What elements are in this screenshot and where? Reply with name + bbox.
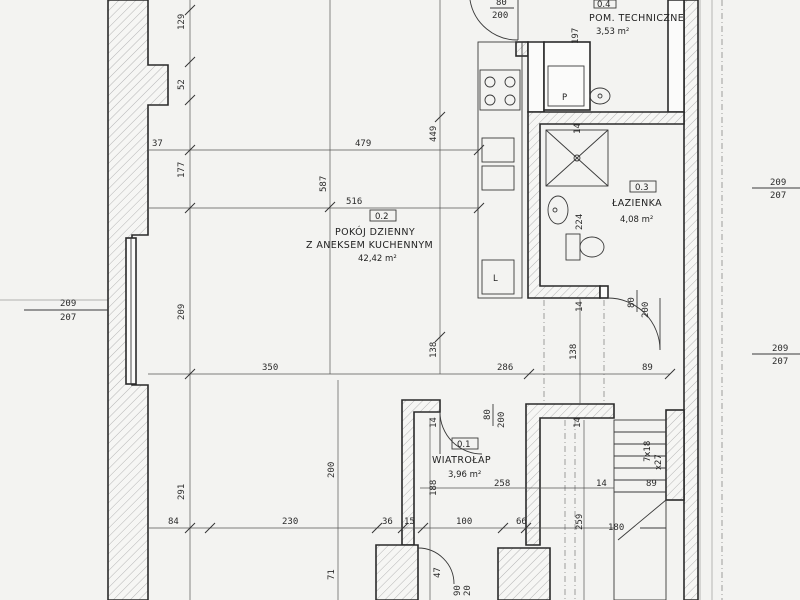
- dim-230: 230: [282, 517, 298, 527]
- dim-15: 15: [404, 517, 415, 527]
- dim-479: 479: [355, 139, 371, 149]
- door-labels: 80 200 80 200 80 200: [483, 0, 651, 428]
- dim-209: 209: [177, 304, 187, 320]
- dim-66: 66: [516, 517, 527, 527]
- room-01-area: 3,96 m²: [448, 470, 481, 480]
- door-top-width: 80: [496, 0, 507, 8]
- room-03-number: 0.3: [635, 183, 649, 193]
- level-right1-bottom: 207: [770, 191, 786, 201]
- dashed-lines: [543, 0, 723, 600]
- dim-180: 180: [608, 523, 624, 533]
- room-02-number: 0.2: [375, 212, 389, 222]
- dim-71: 71: [327, 569, 337, 580]
- background-lines: [0, 0, 713, 600]
- dim-14-d: 14: [573, 417, 583, 428]
- dim-36: 36: [382, 517, 393, 527]
- dim-89-a: 89: [642, 363, 653, 373]
- dim-259: 259: [575, 514, 585, 530]
- dim-286: 286: [497, 363, 513, 373]
- dimension-labels: 129 52 37 177 479 449 587 516 209 350 28…: [152, 14, 657, 596]
- room-02-area: 42,42 m²: [358, 254, 397, 264]
- dim-449: 449: [429, 126, 439, 142]
- dim-37: 37: [152, 139, 163, 149]
- dim-587: 587: [319, 176, 329, 192]
- dim-52: 52: [177, 79, 187, 90]
- dim-197: 197: [571, 28, 581, 44]
- level-right1-top: 209: [770, 178, 786, 188]
- door-bath-height: 200: [641, 302, 651, 318]
- dim-516: 516: [346, 197, 362, 207]
- room-02-name-2: Z ANEKSEM KUCHENNYM: [306, 240, 433, 251]
- room-03-name: ŁAZIENKA: [611, 198, 662, 209]
- level-marks: 209 207 209 207 209 207: [24, 178, 800, 367]
- door-hall-height: 200: [497, 412, 507, 428]
- room-02-name-1: POKÓJ DZIENNY: [335, 226, 415, 238]
- level-left-top: 209: [60, 299, 76, 309]
- dim-224: 224: [575, 214, 585, 230]
- room-01-name: WIATROŁAP: [432, 455, 491, 466]
- dim-90: 90: [453, 585, 463, 596]
- dim-177: 177: [177, 162, 187, 178]
- bathroom-fixtures: [545, 129, 609, 261]
- tech-room-fixtures: P: [547, 65, 611, 107]
- stair-label-b: x27: [654, 454, 664, 470]
- stair-label-a: 7x18: [643, 441, 653, 462]
- dim-291: 291: [177, 484, 187, 500]
- dim-20: 20: [463, 585, 473, 596]
- dim-14-e: 14: [429, 417, 439, 428]
- room-04-area: 3,53 m²: [596, 27, 629, 37]
- room-03-area: 4,08 m²: [620, 215, 653, 225]
- dim-84: 84: [168, 517, 179, 527]
- door-hall-width: 80: [483, 409, 493, 420]
- dim-129: 129: [177, 14, 187, 30]
- door-bath-width: 80: [627, 297, 637, 308]
- dim-188: 188: [429, 480, 439, 496]
- dim-14-b: 14: [573, 123, 583, 134]
- dim-258: 258: [494, 479, 510, 489]
- room-04-number: 0.4: [597, 0, 611, 10]
- room-04-name: POM. TECHNICZNE: [589, 13, 684, 24]
- boiler-label: P: [562, 93, 567, 103]
- dimension-lines: [148, 0, 676, 600]
- dim-138-a: 138: [429, 342, 439, 358]
- dim-138-b: 138: [569, 344, 579, 360]
- dim-100: 100: [456, 517, 472, 527]
- dim-47: 47: [433, 567, 443, 578]
- walls: [107, 0, 699, 600]
- room-labels: 0.4 POM. TECHNICZNE 3,53 m² 0.2 POKÓJ DZ…: [306, 0, 684, 480]
- kitchen-units: L: [477, 41, 523, 299]
- door-top-height: 200: [492, 11, 508, 21]
- level-right2-bottom: 207: [772, 357, 788, 367]
- dim-14-a: 14: [596, 479, 607, 489]
- level-left-bottom: 207: [60, 313, 76, 323]
- fridge-label: L: [493, 274, 498, 284]
- dim-350: 350: [262, 363, 278, 373]
- room-01-number: 0.1: [457, 440, 471, 450]
- stairs: 7x18 x27: [613, 419, 667, 600]
- dim-89-b: 89: [646, 479, 657, 489]
- dim-14-c: 14: [575, 301, 585, 312]
- level-right2-top: 209: [772, 344, 788, 354]
- dim-200: 200: [327, 462, 337, 478]
